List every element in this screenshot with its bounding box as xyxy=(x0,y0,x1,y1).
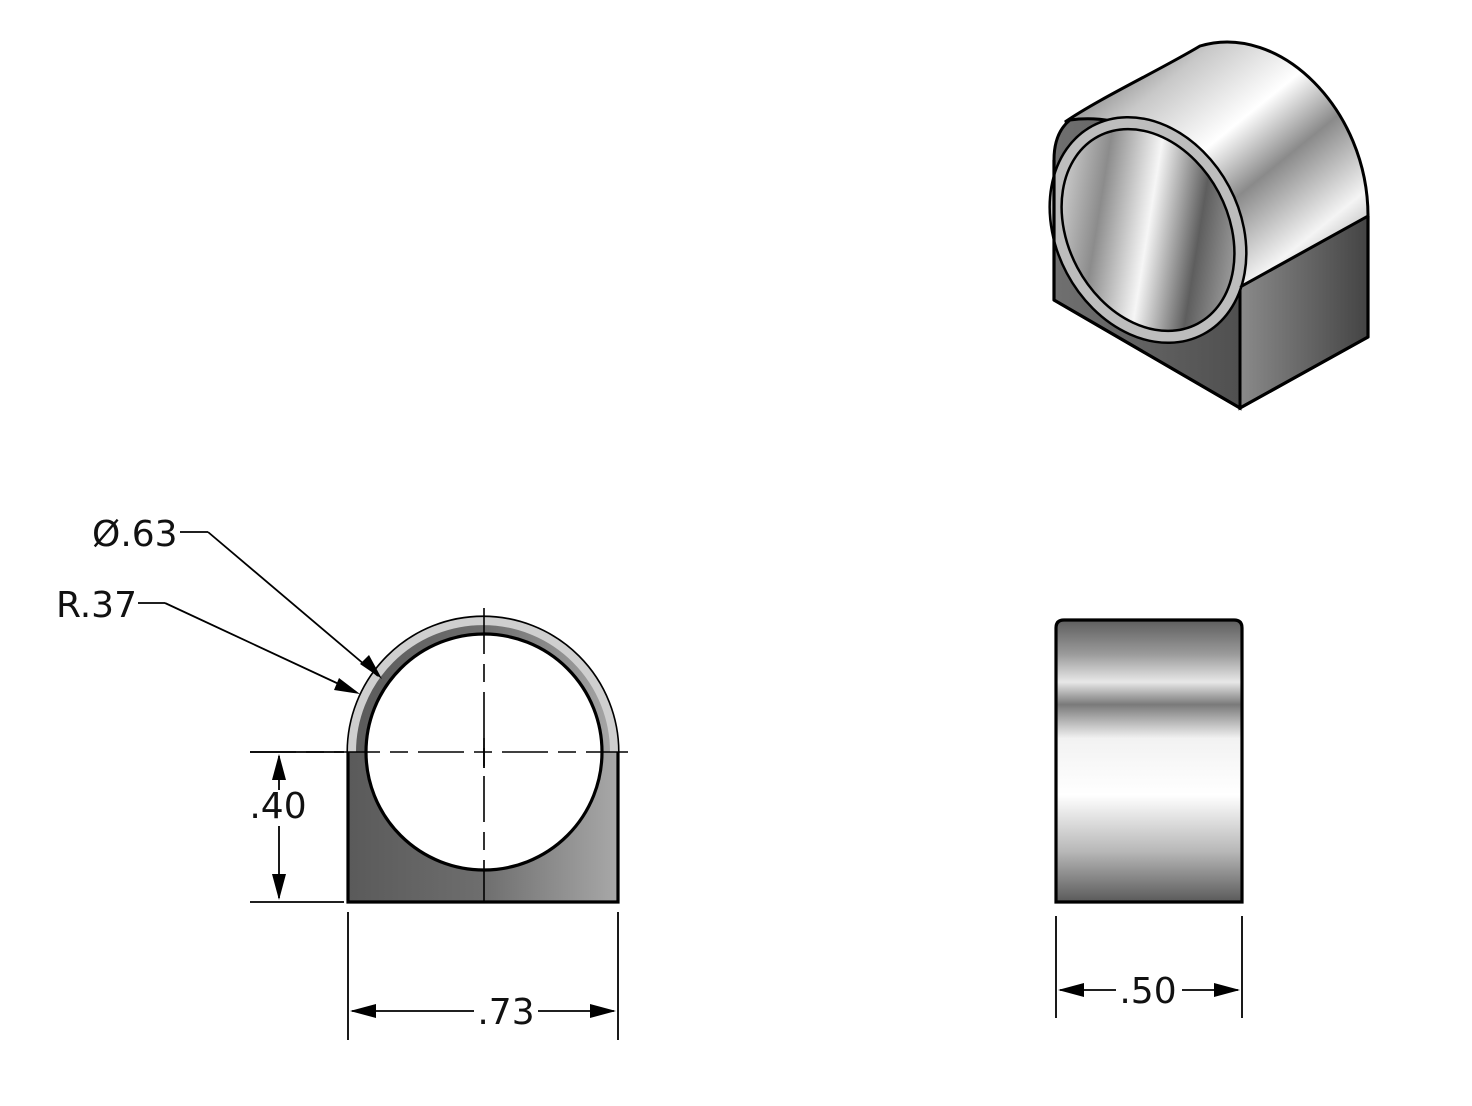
radius-dimension-label: R.37 xyxy=(56,585,137,626)
radius-arrow xyxy=(334,678,360,694)
height-dimension-label: .40 xyxy=(249,786,306,827)
height-arrow-up xyxy=(272,754,286,780)
depth-dimension-label: .50 xyxy=(1119,971,1176,1012)
side-view xyxy=(1054,618,1244,904)
diameter-dimension-label: Ø.63 xyxy=(92,514,178,555)
front-dimensions: .40 .73 Ø.63 R.37 xyxy=(56,514,619,1040)
side-body xyxy=(1054,618,1244,904)
depth-arrow-right xyxy=(1214,983,1240,997)
iso-outline xyxy=(1052,160,1370,410)
isometric-view xyxy=(1048,40,1370,411)
depth-arrow-left xyxy=(1058,983,1084,997)
radius-leader xyxy=(164,602,357,693)
height-arrow-down xyxy=(272,874,286,900)
front-view xyxy=(250,608,628,904)
iso-bore xyxy=(1060,127,1236,333)
width-dimension-label: .73 xyxy=(477,992,534,1033)
iso-seam-line xyxy=(1239,215,1369,288)
side-dimensions: .50 xyxy=(1055,916,1243,1018)
width-arrow-left xyxy=(350,1004,376,1018)
front-rim-band xyxy=(348,617,618,753)
diameter-arrow xyxy=(360,655,382,679)
width-arrow-right xyxy=(590,1004,616,1018)
diameter-leader xyxy=(207,531,379,677)
